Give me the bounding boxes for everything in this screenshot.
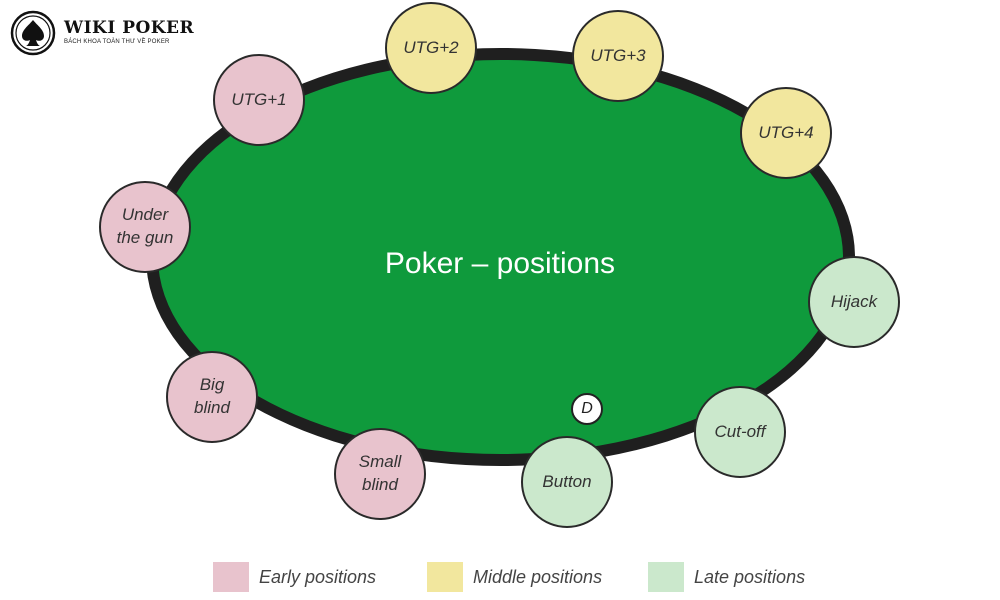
seat-small-blind: Small blind <box>334 428 426 520</box>
logo: WIKI POKER BÁCH KHOA TOÀN THƯ VỀ POKER <box>10 10 210 60</box>
seat-big-blind: Big blind <box>166 351 258 443</box>
seat-utg-plus-3: UTG+3 <box>572 10 664 102</box>
seat-label: UTG+2 <box>403 37 459 57</box>
legend-item-late: Late positions <box>648 562 805 592</box>
seat-label: Cut-off <box>714 421 766 441</box>
seat-label: Under the gun <box>116 205 174 247</box>
seat-utg-plus-4: UTG+4 <box>740 87 832 179</box>
seat-utg-plus-1: UTG+1 <box>213 54 305 146</box>
logo-name: WIKI POKER <box>64 18 195 38</box>
legend-label: Early positions <box>259 566 377 587</box>
legend-swatch <box>427 562 463 592</box>
seat-label: UTG+1 <box>231 89 287 109</box>
spade-logo-icon <box>10 10 56 56</box>
seat-label: Big blind <box>194 375 230 417</box>
seat-hijack: Hijack <box>808 256 900 348</box>
seat-label: UTG+4 <box>758 122 814 142</box>
legend-item-early: Early positions <box>213 562 376 592</box>
table-title: Poker – positions <box>384 247 616 280</box>
legend-swatch <box>213 562 249 592</box>
legend-item-middle: Middle positions <box>427 562 602 592</box>
logo-tagline: BÁCH KHOA TOÀN THƯ VỀ POKER <box>64 39 170 45</box>
legend-swatch <box>648 562 684 592</box>
seat-label: UTG+3 <box>590 45 646 65</box>
seat-label: Small blind <box>358 452 402 494</box>
legend-label: Middle positions <box>473 566 603 587</box>
dealer-button: D <box>571 393 603 425</box>
seat-label: Hijack <box>830 291 878 311</box>
seat-utg-plus-2: UTG+2 <box>385 2 477 94</box>
seat-cut-off: Cut-off <box>694 386 786 478</box>
seat-label: Button <box>542 471 592 491</box>
seat-button: Button <box>521 436 613 528</box>
seat-under-the-gun: Under the gun <box>99 181 191 273</box>
legend-label: Late positions <box>694 566 806 587</box>
